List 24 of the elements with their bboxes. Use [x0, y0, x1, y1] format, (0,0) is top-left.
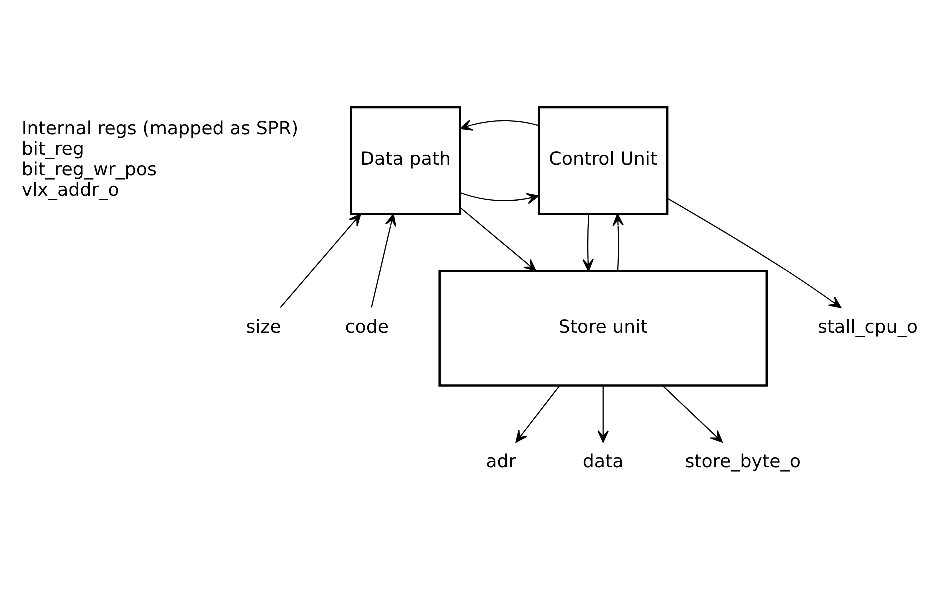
arrow — [662, 386, 723, 443]
label: vlx_addr_o — [22, 180, 120, 201]
node-box: Store unit — [438, 270, 768, 387]
arrow — [280, 214, 362, 308]
arrow — [598, 386, 610, 443]
node-text: adr — [486, 451, 516, 472]
node-box: Data path — [350, 106, 462, 216]
node-text: stall_cpu_o — [818, 316, 918, 338]
arrow — [460, 192, 540, 204]
node-text: size — [246, 316, 282, 338]
node-text: code — [345, 316, 390, 338]
arrow — [460, 207, 537, 272]
arrow — [516, 386, 560, 443]
arrow — [371, 214, 396, 308]
node-box: Control Unit — [538, 106, 669, 216]
label: Internal regs (mapped as SPR) — [22, 118, 299, 140]
arrow — [612, 214, 624, 272]
node-text: data — [582, 451, 624, 472]
label: bit_reg — [22, 139, 84, 160]
node-text: store_byte_o — [685, 451, 801, 472]
arrow — [582, 214, 594, 272]
label: bit_reg_wr_pos — [22, 159, 157, 180]
arrow — [668, 198, 842, 308]
arrow — [460, 120, 539, 131]
